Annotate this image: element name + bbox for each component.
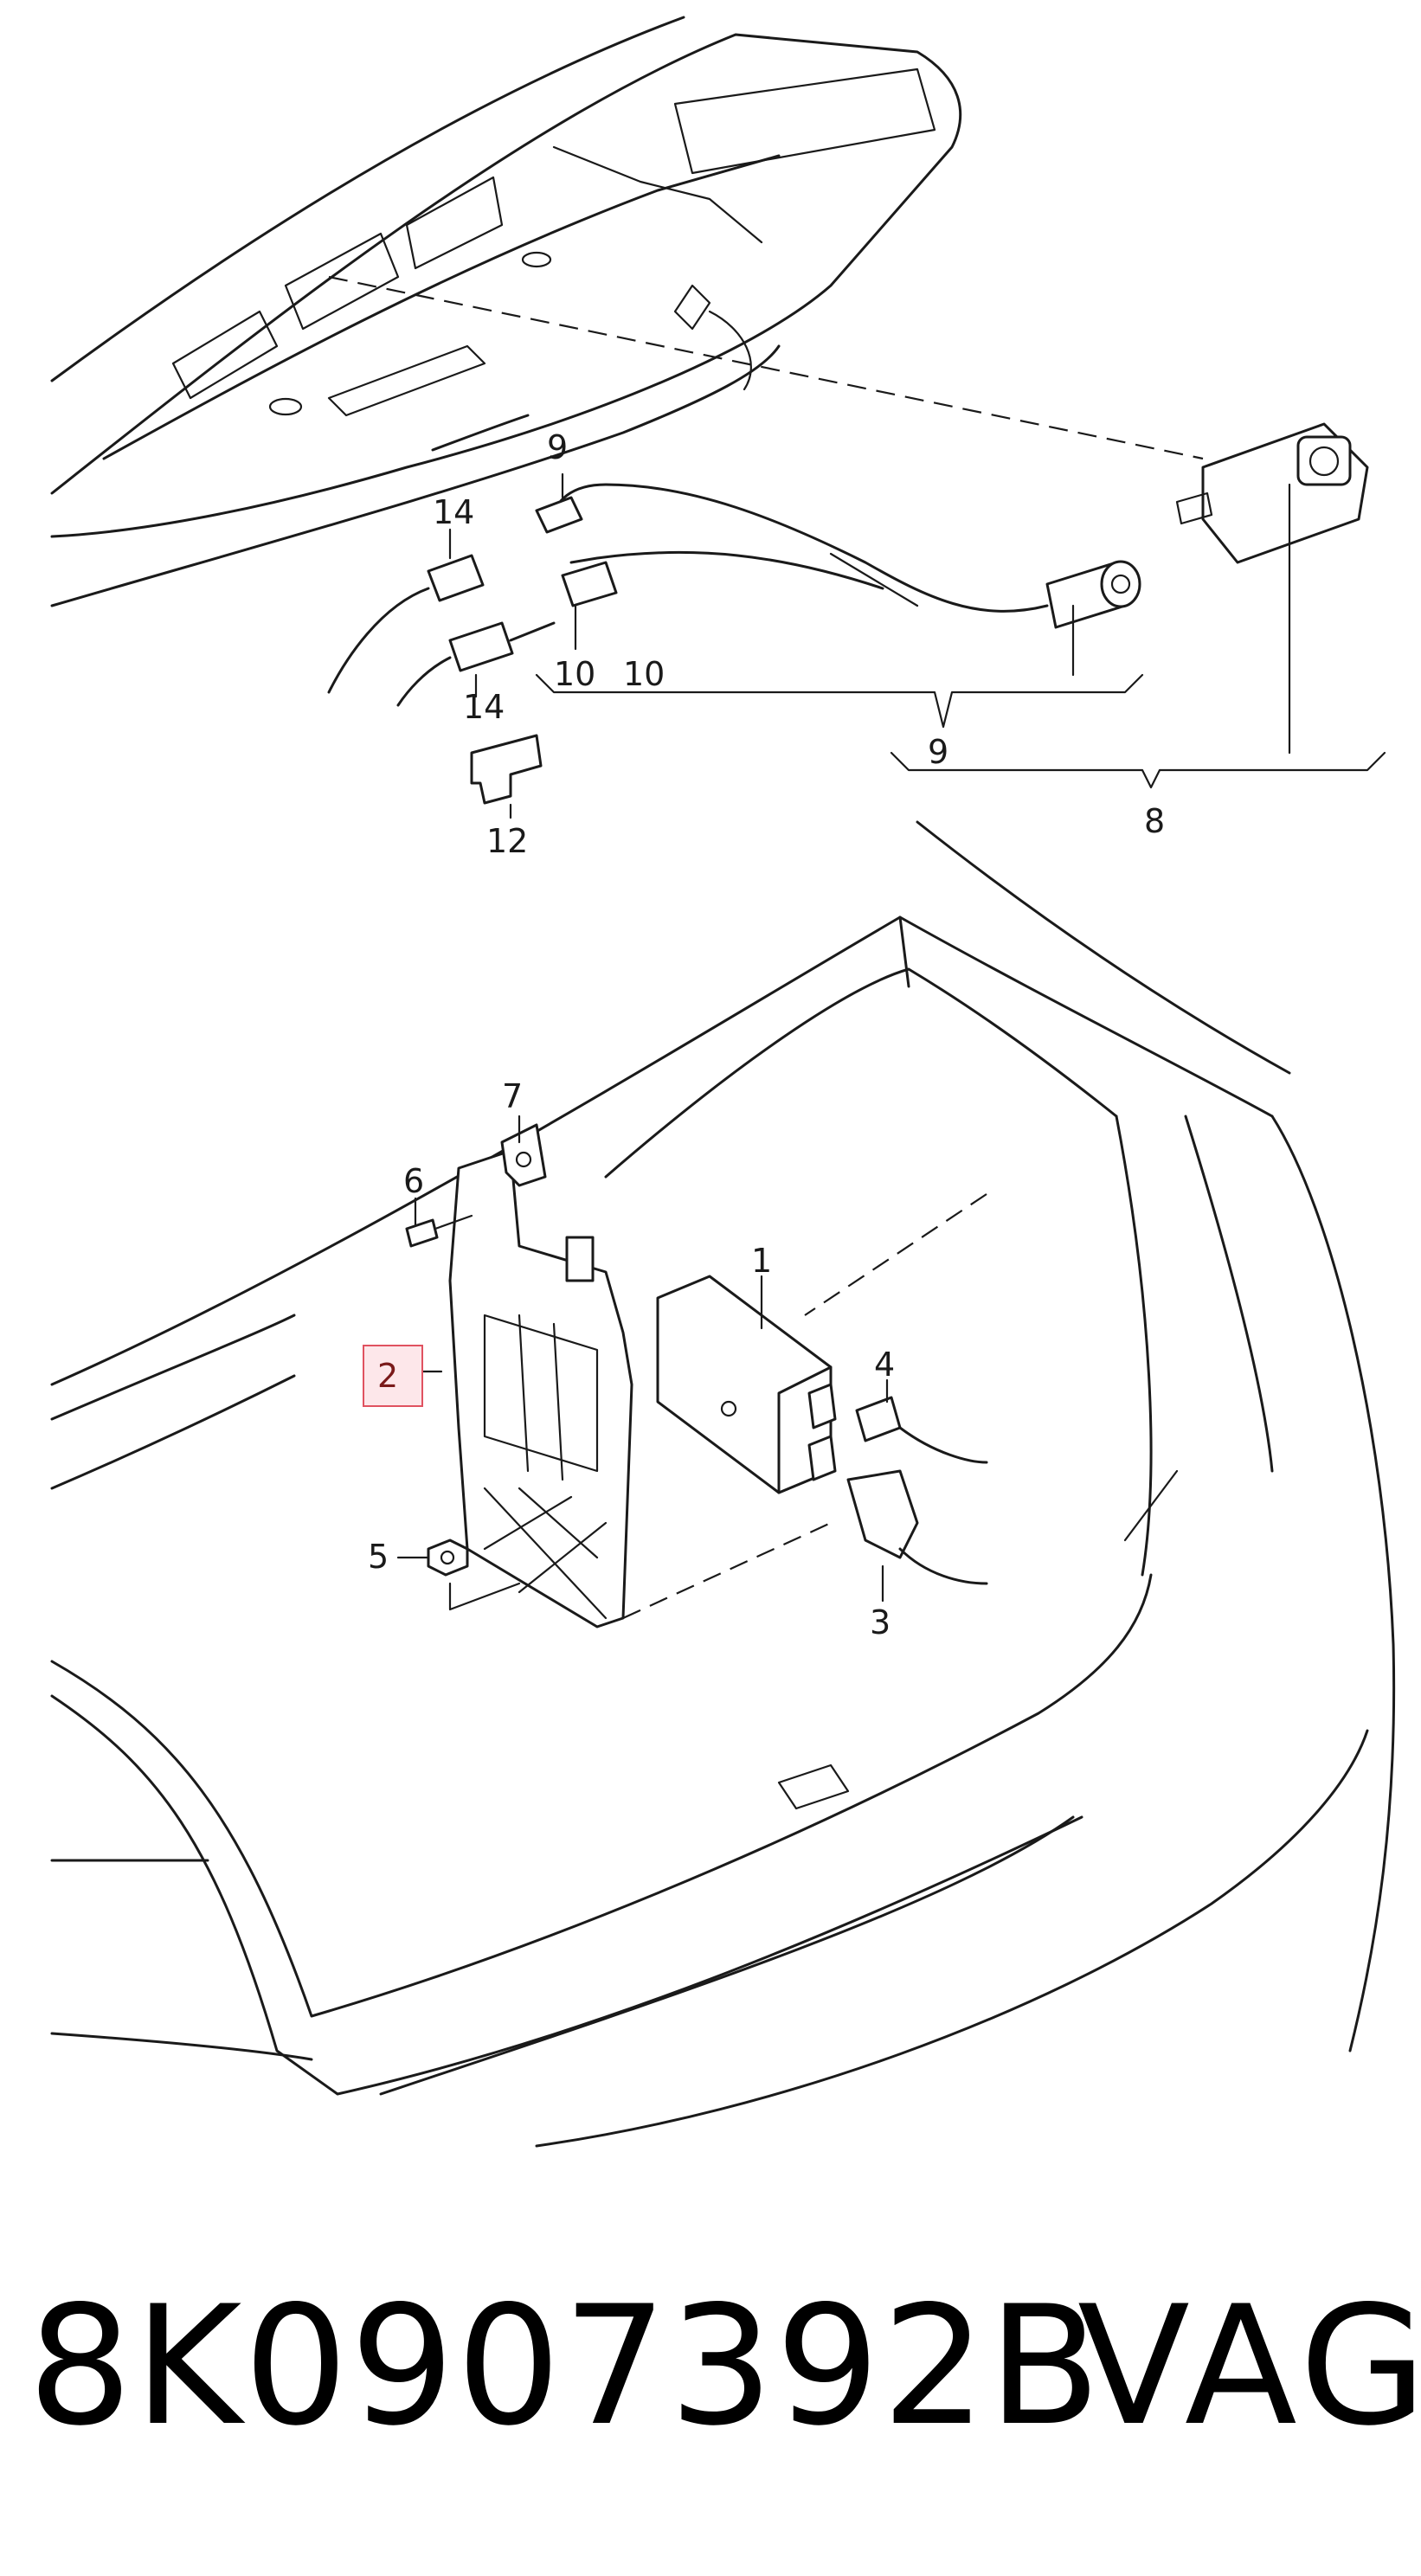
part-number: 8K0907392B (28, 2271, 1103, 2462)
mounting-bracket (448, 1149, 633, 1628)
callout-7: 7 (502, 1077, 523, 1115)
callout-11: 10 (554, 655, 595, 693)
callout-6: 6 (403, 1162, 424, 1200)
control-unit-module (656, 1275, 837, 1494)
callout-13: 14 (433, 493, 474, 531)
clip-12 (470, 734, 543, 805)
trunk-opening-illustration (50, 820, 1396, 2148)
callout-9: 9 (928, 733, 948, 771)
parts-diagram: 9 14 14 10 10 9 8 12 7 6 1 2 4 5 3 (50, 16, 1396, 2148)
trunk-lid-illustration (50, 16, 962, 607)
connector-11 (561, 561, 618, 607)
brand-label: VAG (1077, 2271, 1421, 2462)
callout-3: 3 (870, 1603, 891, 1641)
nut-5 (427, 1539, 469, 1577)
callout-10b: 10 (623, 655, 665, 693)
screw-6 (405, 1214, 473, 1248)
clip-7 (500, 1123, 547, 1187)
callout-5: 5 (368, 1538, 389, 1576)
highlight-box (363, 1345, 423, 1407)
connector-3 (846, 1469, 988, 1585)
connector-13 (327, 554, 485, 694)
rear-camera-housing (1175, 422, 1369, 564)
callout-2: 2 (377, 1357, 398, 1395)
connector-10 (535, 496, 583, 534)
callout-8: 8 (1144, 802, 1165, 840)
connector-4 (855, 1396, 988, 1464)
connector-14 (396, 621, 556, 707)
callout-4: 4 (874, 1346, 895, 1384)
camera-module (1045, 560, 1141, 629)
callout-14: 14 (463, 688, 505, 726)
callout-12: 12 (486, 822, 528, 860)
callout-10: 9 (547, 428, 568, 466)
callout-1: 1 (751, 1242, 772, 1280)
